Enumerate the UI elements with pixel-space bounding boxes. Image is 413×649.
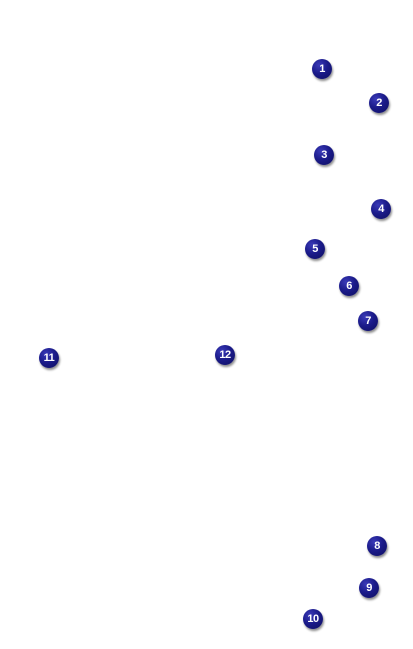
marker-9[interactable]: 9 xyxy=(359,578,379,598)
marker-3[interactable]: 3 xyxy=(314,145,334,165)
marker-1[interactable]: 1 xyxy=(312,59,332,79)
marker-3-label: 3 xyxy=(321,148,327,161)
marker-8[interactable]: 8 xyxy=(367,536,387,556)
marker-12-label: 12 xyxy=(219,348,231,361)
marker-7-label: 7 xyxy=(365,314,371,327)
marker-11-label: 11 xyxy=(43,351,55,364)
marker-5[interactable]: 5 xyxy=(305,239,325,259)
marker-6[interactable]: 6 xyxy=(339,276,359,296)
marker-10[interactable]: 10 xyxy=(303,609,323,629)
marker-1-label: 1 xyxy=(319,62,325,75)
marker-7[interactable]: 7 xyxy=(358,311,378,331)
marker-6-label: 6 xyxy=(346,279,352,292)
marker-12[interactable]: 12 xyxy=(215,345,235,365)
marker-4-label: 4 xyxy=(378,202,384,215)
marker-9-label: 9 xyxy=(366,581,372,594)
marker-5-label: 5 xyxy=(312,242,318,255)
marker-4[interactable]: 4 xyxy=(371,199,391,219)
marker-8-label: 8 xyxy=(374,539,380,552)
marker-10-label: 10 xyxy=(307,612,319,625)
marker-2[interactable]: 2 xyxy=(369,93,389,113)
marker-2-label: 2 xyxy=(376,96,382,109)
marker-11[interactable]: 11 xyxy=(39,348,59,368)
